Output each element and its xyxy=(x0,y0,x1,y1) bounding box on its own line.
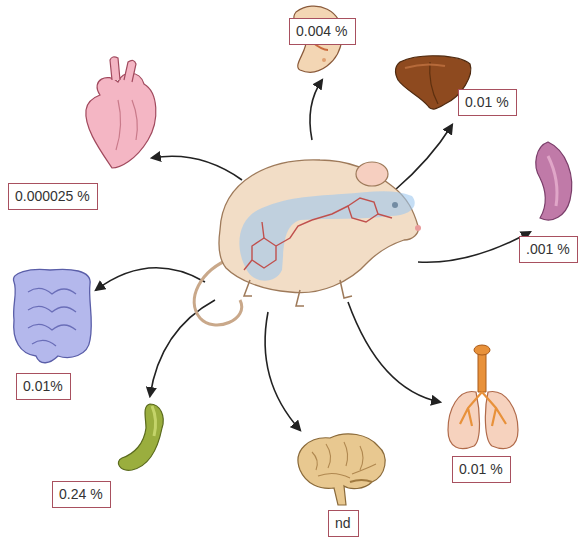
mouse xyxy=(194,160,421,325)
value-box: 0.01 % xyxy=(452,456,511,483)
percentage-label: 0.000025 % xyxy=(15,188,91,204)
percentage-label: .001 % xyxy=(526,241,571,257)
percentage-label: 0.01 % xyxy=(465,94,510,110)
percentage-label: 0.24 % xyxy=(59,486,104,502)
heart xyxy=(86,57,156,168)
value-box: 0.24 % xyxy=(52,481,111,508)
lungs xyxy=(448,345,518,449)
value-box: .001 % xyxy=(519,236,578,263)
percentage-label: 0.01% xyxy=(23,378,64,394)
value-box: 0.01% xyxy=(16,373,71,400)
intestine xyxy=(13,269,91,362)
value-box: 0.004 % xyxy=(289,18,356,45)
stomach xyxy=(118,404,163,470)
value-box: nd xyxy=(328,510,359,537)
arrows xyxy=(96,80,530,430)
value-box: 0.000025 % xyxy=(8,183,98,210)
brain xyxy=(298,434,385,505)
spleen xyxy=(536,142,572,220)
percentage-label: 0.01 % xyxy=(459,461,504,477)
percentage-label: 0.004 % xyxy=(296,23,349,39)
percentage-label: nd xyxy=(335,515,352,531)
value-box: 0.01 % xyxy=(458,89,517,116)
